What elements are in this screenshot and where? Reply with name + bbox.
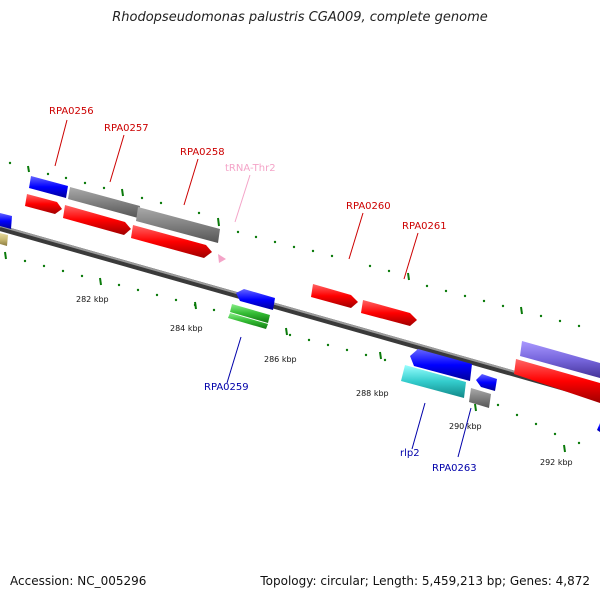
- feature-green-rpa0259-b: [228, 313, 268, 329]
- gene-arrow-fwd-0: [0, 213, 12, 229]
- reverse-strand-features: [228, 289, 600, 432]
- gene-arrow-purple: [520, 341, 600, 378]
- scale-label-292: 292 kbp: [540, 458, 573, 467]
- label-trna-thr2: tRNA-Thr2: [225, 163, 276, 174]
- cds-arrow-right-edge: [514, 359, 600, 403]
- gene-arrow-rpa0257: [68, 187, 140, 218]
- scale-labels: 282 kbp 284 kbp 286 kbp 288 kbp 290 kbp …: [76, 295, 573, 467]
- cds-arrow-rpa0260: [311, 284, 358, 308]
- gene-arrow-rpa0263: [476, 374, 497, 391]
- label-rpa0261: RPA0261: [402, 221, 447, 232]
- outer-scale-track: [8, 161, 581, 328]
- trna-arrow-thr2: [218, 254, 226, 263]
- gene-arrow-tan-0: [0, 233, 8, 246]
- gene-arrow-rpa0256: [29, 176, 68, 198]
- gene-arrow-edge-right: [597, 423, 600, 432]
- cds-arrow-rpa0258: [131, 225, 212, 258]
- genome-backbone: [0, 225, 600, 401]
- inner-scale-ticks: [4, 251, 566, 453]
- label-rpa0263: RPA0263: [432, 463, 477, 474]
- inner-scale-track: [23, 259, 581, 445]
- scale-label-282: 282 kbp: [76, 295, 109, 304]
- map-title: Rhodopseudomonas palustris CGA009, compl…: [112, 10, 488, 25]
- feature-green-rpa0259-a: [230, 304, 270, 323]
- scale-label-290: 290 kbp: [449, 422, 482, 431]
- gene-labels: RPA0256 RPA0257 RPA0258 tRNA-Thr2 RPA026…: [49, 106, 477, 474]
- genome-backbone-highlight: [0, 225, 600, 397]
- scale-label-286: 286 kbp: [264, 355, 297, 364]
- gene-arrow-rpa0263-gray: [469, 388, 491, 408]
- label-rpa0259: RPA0259: [204, 382, 249, 393]
- gene-arrow-rpa0258-gene: [136, 207, 220, 243]
- forward-strand-features: [0, 176, 600, 403]
- gene-arrow-rpa0259: [236, 289, 275, 310]
- accession-text: Accession: NC_005296: [10, 574, 147, 588]
- cds-arrow-rpa0257: [63, 205, 131, 235]
- gene-arrow-rlp2: [410, 349, 472, 381]
- label-leaders: [54, 119, 472, 458]
- label-rlp2: rlp2: [400, 448, 420, 459]
- feature-cyan-rlp2: [401, 365, 466, 398]
- scale-label-284: 284 kbp: [170, 324, 203, 333]
- label-rpa0256: RPA0256: [49, 106, 94, 117]
- label-rpa0257: RPA0257: [104, 123, 149, 134]
- cds-arrow-rpa0256: [25, 194, 62, 214]
- label-rpa0258: RPA0258: [180, 147, 225, 158]
- scale-label-288: 288 kbp: [356, 389, 389, 398]
- topology-text: Topology: circular; Length: 5,459,213 bp…: [260, 574, 590, 588]
- outer-scale-ticks: [27, 165, 523, 315]
- cds-arrow-rpa0261: [361, 300, 417, 326]
- label-rpa0260: RPA0260: [346, 201, 391, 212]
